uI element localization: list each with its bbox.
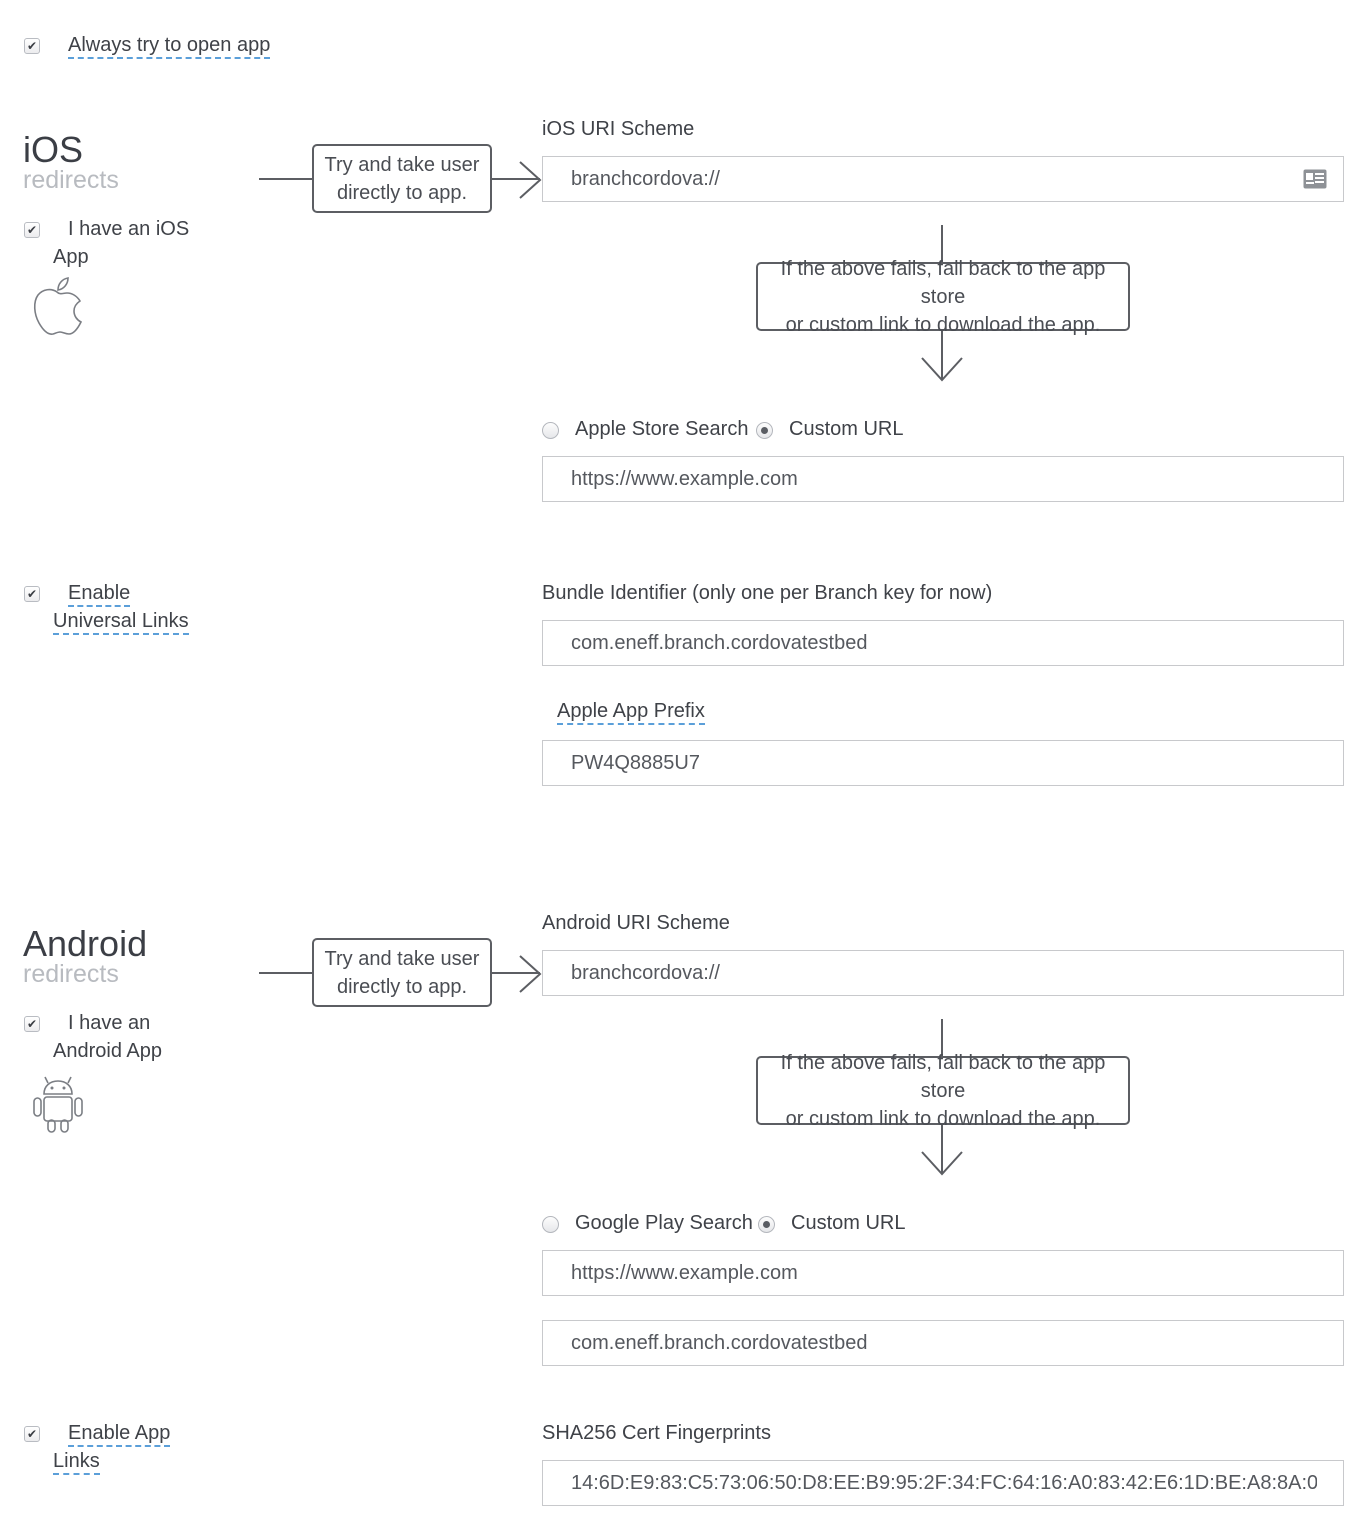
android-arrow-out-line <box>492 972 540 974</box>
android-arrow-in-line <box>259 972 313 974</box>
android-title: Android <box>23 923 148 964</box>
ios-fallback-line1: If the above fails, fall back to the app… <box>780 257 1106 308</box>
android-fallback-line2: or custom link to download the app. <box>785 1107 1101 1130</box>
android-try-box: Try and take user directly to app. <box>312 938 492 1007</box>
sha256-label: SHA256 Cert Fingerprints <box>542 1422 771 1444</box>
bundle-id-value: com.eneff.branch.cordovatestbed <box>571 631 868 654</box>
app-prefix-value: PW4Q8885U7 <box>571 751 700 774</box>
ios-fallback-line2: or custom link to download the app. <box>785 313 1101 336</box>
ios-store-search-radio[interactable] <box>542 422 559 439</box>
always-open-label-text: Always try to open app <box>68 34 271 59</box>
ios-title: iOS <box>23 129 84 170</box>
sha256-input[interactable]: 14:6D:E9:83:C5:73:06:50:D8:EE:B9:95:2F:3… <box>542 1460 1344 1506</box>
app-links-label-text1: Enable App <box>68 1422 171 1447</box>
ios-try-box: Try and take user directly to app. <box>312 144 492 213</box>
ios-arrow-out-line <box>492 178 540 180</box>
universal-links-label-line1[interactable]: Enable <box>68 579 131 607</box>
android-store-search-label[interactable]: Google Play Search <box>575 1212 753 1234</box>
android-package-value: com.eneff.branch.cordovatestbed <box>571 1331 868 1354</box>
ios-uri-value: branchcordova:// <box>571 167 720 190</box>
universal-links-label-text2: Universal Links <box>53 610 189 635</box>
ios-have-app-checkbox[interactable]: ✔ <box>24 222 40 238</box>
ios-uri-input[interactable]: branchcordova:// <box>542 156 1344 202</box>
ios-fallback-line-bottom <box>941 331 943 379</box>
sha256-value: 14:6D:E9:83:C5:73:06:50:D8:EE:B9:95:2F:3… <box>571 1471 1317 1494</box>
android-fallback-line-bottom <box>941 1125 943 1173</box>
app-links-label-line2[interactable]: Links <box>53 1447 100 1475</box>
app-links-label-text2: Links <box>53 1450 100 1475</box>
bundle-id-input[interactable]: com.eneff.branch.cordovatestbed <box>542 620 1344 666</box>
android-uri-label: Android URI Scheme <box>542 912 730 934</box>
ios-have-app-label-line1: I have an iOS <box>68 218 190 240</box>
ios-custom-url-value: https://www.example.com <box>571 467 798 490</box>
ios-store-search-label[interactable]: Apple Store Search <box>575 418 749 440</box>
ios-custom-url-input[interactable]: https://www.example.com <box>542 456 1344 502</box>
always-open-label[interactable]: Always try to open app <box>68 31 271 59</box>
ios-fallback-arrow-icon <box>921 357 963 382</box>
android-uri-value: branchcordova:// <box>571 961 720 984</box>
universal-links-label-text1: Enable <box>68 582 131 607</box>
android-fallback-arrow-icon <box>921 1151 963 1176</box>
app-links-checkbox[interactable]: ✔ <box>24 1426 40 1442</box>
android-custom-url-label[interactable]: Custom URL <box>791 1212 906 1234</box>
android-custom-url-radio[interactable] <box>758 1216 775 1233</box>
ios-fallback-box: If the above fails, fall back to the app… <box>756 258 1130 336</box>
ios-have-app-label-line2: App <box>53 246 89 268</box>
android-uri-input[interactable]: branchcordova:// <box>542 950 1344 996</box>
android-custom-url-input[interactable]: https://www.example.com <box>542 1250 1344 1296</box>
ios-uri-label: iOS URI Scheme <box>542 118 695 140</box>
app-prefix-label: Apple App Prefix <box>557 697 705 725</box>
android-icon <box>33 1076 83 1133</box>
contact-card-icon[interactable] <box>1303 169 1327 189</box>
android-have-app-checkbox[interactable]: ✔ <box>24 1016 40 1032</box>
android-custom-url-value: https://www.example.com <box>571 1261 798 1284</box>
universal-links-checkbox[interactable]: ✔ <box>24 586 40 602</box>
android-have-app-label-line1: I have an <box>68 1012 151 1034</box>
ios-subtitle: redirects <box>23 166 119 194</box>
ios-try-box-line1: Try and take user <box>324 153 480 176</box>
android-store-search-radio[interactable] <box>542 1216 559 1233</box>
universal-links-label-line2[interactable]: Universal Links <box>53 607 189 635</box>
app-prefix-label-text: Apple App Prefix <box>557 700 705 725</box>
android-package-input[interactable]: com.eneff.branch.cordovatestbed <box>542 1320 1344 1366</box>
android-try-box-line1: Try and take user <box>324 947 480 970</box>
android-fallback-line1: If the above fails, fall back to the app… <box>780 1051 1106 1102</box>
ios-arrow-in-line <box>259 178 313 180</box>
ios-custom-url-radio[interactable] <box>756 422 773 439</box>
app-prefix-input[interactable]: PW4Q8885U7 <box>542 740 1344 786</box>
ios-arrow-head-icon <box>519 161 542 199</box>
ios-fallback-line-top <box>941 225 943 264</box>
apple-icon <box>33 277 83 335</box>
bundle-id-label: Bundle Identifier (only one per Branch k… <box>542 582 993 604</box>
ios-try-box-line2: directly to app. <box>336 181 468 204</box>
always-open-checkbox[interactable]: ✔ <box>24 38 40 54</box>
android-have-app-label-line2: Android App <box>53 1040 162 1062</box>
android-try-box-line2: directly to app. <box>336 975 468 998</box>
android-fallback-box: If the above fails, fall back to the app… <box>756 1052 1130 1130</box>
android-subtitle: redirects <box>23 960 119 988</box>
ios-custom-url-label[interactable]: Custom URL <box>789 418 904 440</box>
android-fallback-line-top <box>941 1019 943 1058</box>
android-arrow-head-icon <box>519 955 542 993</box>
app-links-label-line1[interactable]: Enable App <box>68 1419 171 1447</box>
